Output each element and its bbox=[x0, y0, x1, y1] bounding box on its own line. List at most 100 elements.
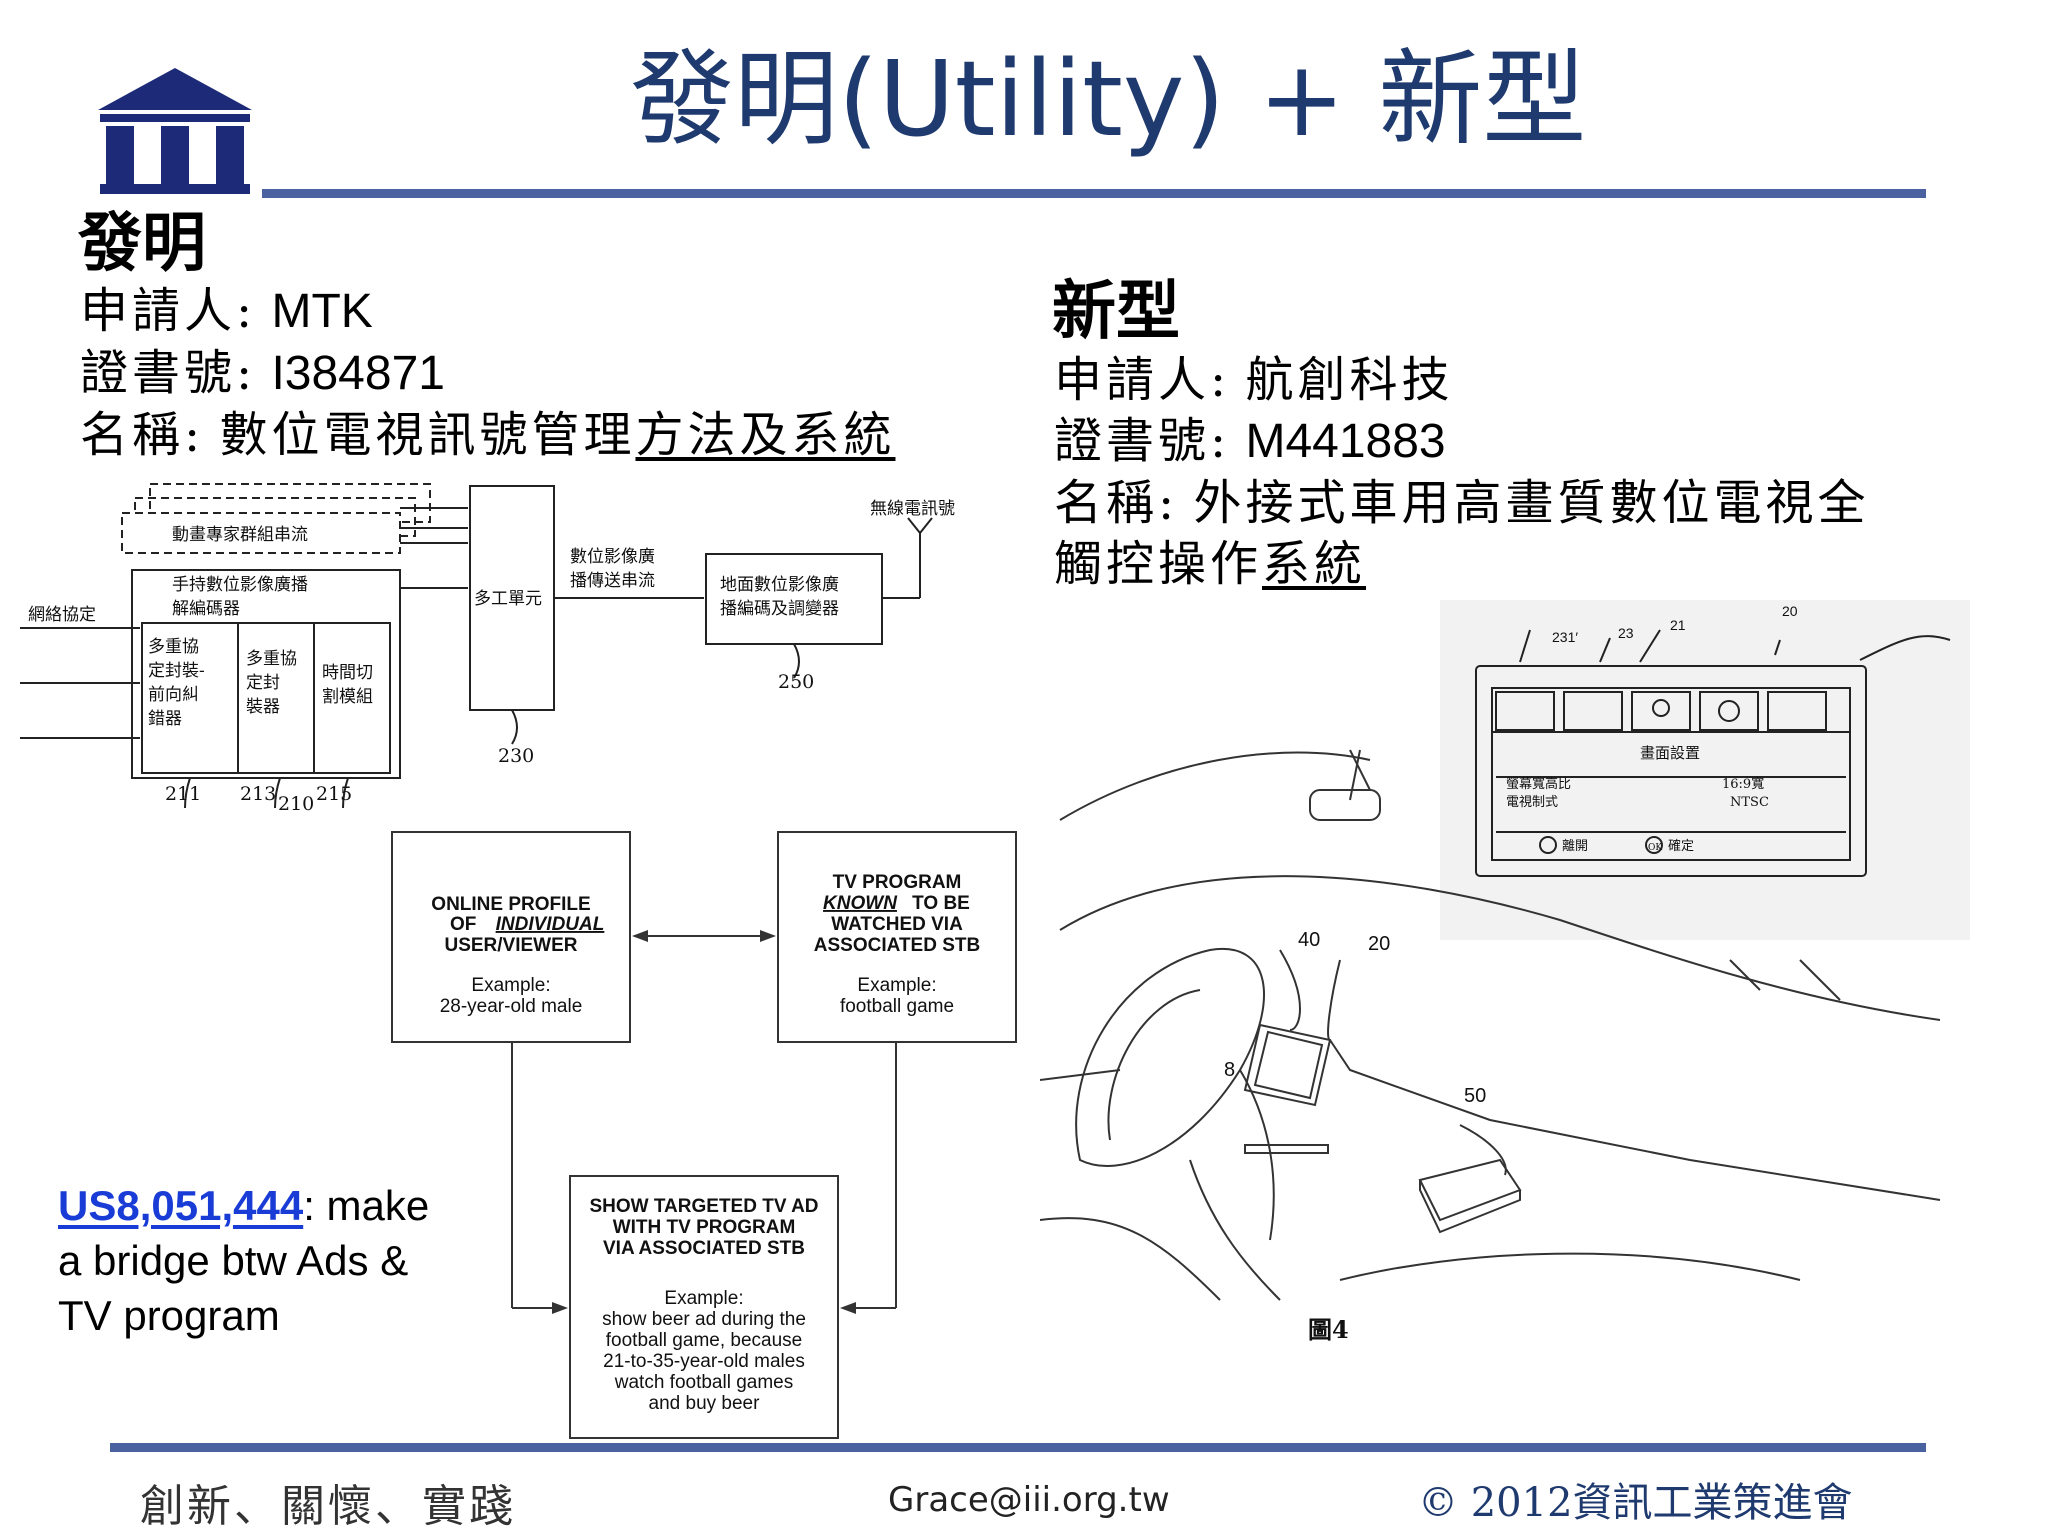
us-patent-text-1: : make bbox=[303, 1182, 429, 1229]
box3-example-1: Example: bbox=[664, 1288, 743, 1309]
screen-btn-exit: 離開 bbox=[1562, 839, 1588, 854]
sub1-line1: 多重協 bbox=[148, 637, 199, 657]
figure-caption: 圖4 bbox=[1308, 1315, 1349, 1344]
cert-value: I384871 bbox=[271, 347, 445, 400]
box2-title-4: WATCHED VIA bbox=[831, 914, 963, 935]
name-label: 名稱: bbox=[80, 407, 204, 463]
sub1-line2: 定封裝- bbox=[148, 661, 205, 681]
encoder-label-1: 地面數位影像廣 bbox=[720, 575, 839, 595]
box2-example-2: football game bbox=[840, 996, 954, 1017]
sub2-line2: 定封 bbox=[246, 673, 280, 693]
patent-block-diagram: 動畫專家群組串流 手持數位影像廣播 解編碼器 多重協 定封裝- 前向糾 錯器 多… bbox=[20, 478, 1000, 818]
wireless-label: 無線電訊號 bbox=[870, 499, 955, 519]
ref-250: 250 bbox=[778, 671, 814, 693]
car-ref-40: 40 bbox=[1298, 929, 1320, 951]
box3-example-2: show beer ad during the bbox=[602, 1309, 806, 1330]
screen-row2-value: NTSC bbox=[1730, 795, 1769, 810]
box3-title-3: VIA ASSOCIATED STB bbox=[603, 1238, 805, 1259]
name-value-line2b: 系統 bbox=[1262, 536, 1366, 592]
box1-title-3: INDIVIDUAL bbox=[496, 914, 605, 935]
footer-rule bbox=[110, 1443, 1926, 1452]
car-ref-8: 8 bbox=[1224, 1059, 1235, 1081]
name-value-underlined: 方法及系統 bbox=[635, 407, 895, 463]
name-value: 數位電視訊號管理 bbox=[219, 407, 635, 463]
car-ref-20a: 20 bbox=[1782, 603, 1798, 619]
sub2-line3: 裝器 bbox=[246, 697, 280, 717]
ref-230: 230 bbox=[498, 745, 534, 767]
sub1-line4: 錯器 bbox=[148, 709, 182, 729]
box2-title-5: ASSOCIATED STB bbox=[814, 935, 980, 956]
stacked-box-label: 動畫專家群組串流 bbox=[172, 525, 308, 545]
ref-210: 210 bbox=[278, 793, 314, 815]
us-patent-text-3: TV program bbox=[58, 1288, 498, 1343]
name-value-line1: 外接式車用高畫質數位電視全 bbox=[1193, 475, 1869, 531]
us-patent-text-2: a bridge btw Ads & bbox=[58, 1233, 498, 1288]
box3-title-2: WITH TV PROGRAM bbox=[613, 1217, 796, 1238]
applicant-value: 航創科技 bbox=[1245, 352, 1453, 408]
box3-example-6: and buy beer bbox=[649, 1393, 761, 1414]
footer-copyright: © 2012資訊工業策進會 bbox=[1418, 1470, 1853, 1528]
screen-title: 畫面設置 bbox=[1640, 744, 1700, 762]
car-ref-21: 21 bbox=[1670, 617, 1686, 633]
screen-row1-label: 螢幕寬高比 bbox=[1506, 776, 1571, 792]
cert-label: 證書號: bbox=[1054, 413, 1230, 469]
invention-cert: 證書號: I384871 bbox=[80, 345, 445, 403]
iii-logo bbox=[90, 66, 260, 198]
cert-value: M441883 bbox=[1245, 415, 1445, 468]
sub2-line1: 多重協 bbox=[246, 649, 297, 669]
applicant-label: 申請人: bbox=[1054, 352, 1230, 408]
cert-label: 證書號: bbox=[80, 345, 256, 401]
footer-email[interactable]: Grace@iii.org.tw bbox=[888, 1480, 1170, 1520]
us-patent-note: US8,051,444: make a bridge btw Ads & TV … bbox=[58, 1178, 498, 1343]
ref-213: 213 bbox=[240, 783, 276, 805]
box1-title-2: OF bbox=[450, 914, 476, 935]
applicant-label: 申請人: bbox=[80, 283, 256, 339]
screen-btn-ok: 確定 bbox=[1668, 838, 1694, 854]
utility-model-heading: 新型 bbox=[1052, 280, 1180, 344]
box1-example-2: 28-year-old male bbox=[440, 996, 583, 1017]
mux-label: 多工單元 bbox=[474, 589, 542, 609]
box2-example-1: Example: bbox=[857, 975, 936, 996]
sub1-line3: 前向糾 bbox=[148, 685, 199, 705]
invention-heading: 發明 bbox=[78, 212, 206, 276]
utility-name: 名稱: 外接式車用高畫質數位電視全 bbox=[1054, 475, 1869, 533]
box2-title-3: TO BE bbox=[912, 893, 970, 914]
car-ref-23: 23 bbox=[1618, 625, 1634, 641]
encoder-label-2: 播編碼及調變器 bbox=[720, 599, 839, 619]
car-ref-231: 231′ bbox=[1552, 629, 1578, 645]
name-value-line2a: 觸控操作 bbox=[1054, 536, 1262, 592]
screen-row1-value: 16:9寬 bbox=[1722, 776, 1764, 792]
invention-applicant: 申請人: MTK bbox=[80, 283, 373, 341]
box1-example-1: Example: bbox=[471, 975, 550, 996]
car-ref-20b: 20 bbox=[1368, 933, 1390, 955]
network-label: 網絡協定 bbox=[28, 605, 96, 625]
box2-title-2: KNOWN bbox=[823, 893, 898, 914]
page-title: 發明(Utility) + 新型 bbox=[630, 42, 1586, 156]
decoder-label-1: 手持數位影像廣播 bbox=[172, 575, 308, 595]
screen-btn-ok-icon: OK bbox=[1648, 843, 1662, 853]
us-patent-link[interactable]: US8,051,444 bbox=[58, 1182, 303, 1229]
box2-title-1: TV PROGRAM bbox=[833, 872, 962, 893]
title-rule bbox=[262, 189, 1926, 198]
car-ref-50: 50 bbox=[1464, 1085, 1486, 1107]
ref-215: 215 bbox=[316, 783, 352, 805]
car-dashboard-figure: 231′ 23 21 20 畫面設置 螢幕寬高比 16:9寬 電視制式 NTSC… bbox=[1040, 600, 1980, 1360]
sub3-line2: 割模組 bbox=[322, 687, 373, 707]
ref-211: 211 bbox=[165, 783, 201, 805]
box1-title-4: USER/VIEWER bbox=[444, 935, 577, 956]
box3-title-1: SHOW TARGETED TV AD bbox=[589, 1196, 818, 1217]
applicant-value: MTK bbox=[271, 285, 372, 338]
flowchart: ONLINE PROFILE OF INDIVIDUAL USER/VIEWER… bbox=[380, 820, 1020, 1450]
screen-row2-label: 電視制式 bbox=[1506, 795, 1558, 810]
box3-example-3: football game, because bbox=[606, 1330, 802, 1351]
box3-example-4: 21-to-35-year-old males bbox=[603, 1351, 805, 1372]
stream-label-2: 播傳送串流 bbox=[570, 571, 655, 591]
box3-example-5: watch football games bbox=[614, 1372, 794, 1393]
name-label: 名稱: bbox=[1054, 475, 1178, 531]
footer-slogan: 創新、關懷、實踐 bbox=[140, 1470, 516, 1534]
box1-title-1: ONLINE PROFILE bbox=[431, 894, 590, 915]
utility-name-2: 觸控操作系統 bbox=[1054, 536, 1366, 594]
utility-applicant: 申請人: 航創科技 bbox=[1054, 352, 1453, 410]
stream-label-1: 數位影像廣 bbox=[570, 547, 655, 567]
utility-cert: 證書號: M441883 bbox=[1054, 413, 1446, 471]
